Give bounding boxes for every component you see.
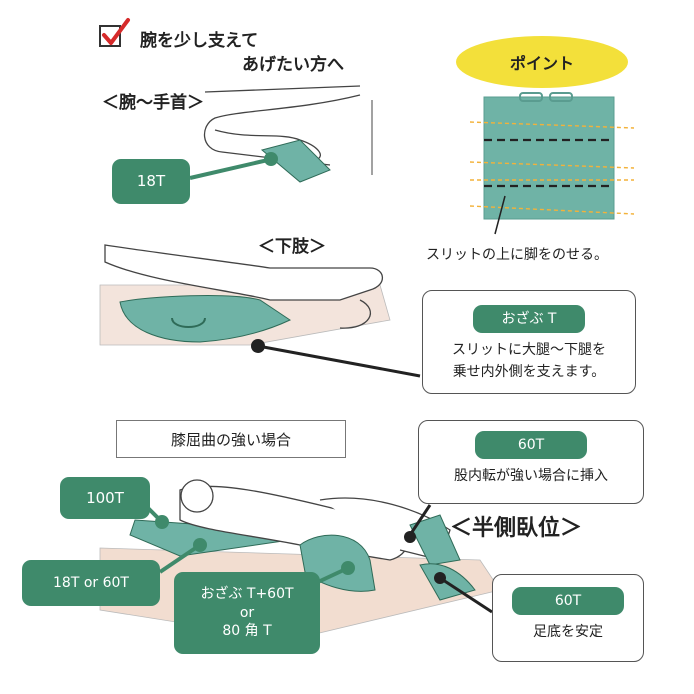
osabu-text-line2: 乗せ内外側を支えます。 xyxy=(452,363,606,380)
knee-flexion-title: 膝屈曲の強い場合 xyxy=(116,420,346,458)
instruction-line2: あげたい方へ xyxy=(242,55,344,75)
instruction-line1: 腕を少し支えて xyxy=(140,31,259,51)
foot-sole-text: 足底を安定 xyxy=(533,624,603,640)
point-caption: スリットの上に脚をのせる。 xyxy=(426,247,608,263)
cushion-diagram xyxy=(469,92,635,235)
foot-sole-callout: 60T 足底を安定 xyxy=(492,574,644,662)
side-lying-label: ＜半側臥位＞ xyxy=(450,516,583,541)
tag-18t-or-60t: 18T or 60T xyxy=(22,560,160,606)
adduction-text: 股内転が強い場合に挿入 xyxy=(454,468,608,484)
arm-illustration xyxy=(203,85,373,183)
tag-18t-arm: 18T xyxy=(112,159,190,204)
osabu-text-line1: スリットに大腿〜下腿を xyxy=(452,342,606,358)
section-arm-heading: ＜腕〜手首＞ xyxy=(102,93,204,113)
tag-100t: 100T xyxy=(60,477,150,519)
tag-combo: おざぶ T+60T or 80 角 T xyxy=(174,572,320,654)
adduction-callout: 60T 股内転が強い場合に挿入 xyxy=(418,420,644,504)
combo-line1: おざぶ T+60T xyxy=(200,585,294,602)
checkbox-icon xyxy=(99,18,130,47)
section-leg-heading: ＜下肢＞ xyxy=(258,237,326,257)
osabu-tag: おざぶ T xyxy=(473,305,585,333)
point-badge: ポイント xyxy=(456,36,628,88)
leg-illustration xyxy=(99,244,421,378)
combo-line2: or xyxy=(239,604,255,621)
arm-connector xyxy=(189,152,278,180)
combo-line3: 80 角 T xyxy=(222,623,272,640)
osabu-callout: おざぶ T スリットに大腿〜下腿を 乗せ内外側を支えます。 xyxy=(422,290,636,394)
adduction-tag: 60T xyxy=(475,431,587,459)
foot-sole-tag: 60T xyxy=(512,587,624,615)
